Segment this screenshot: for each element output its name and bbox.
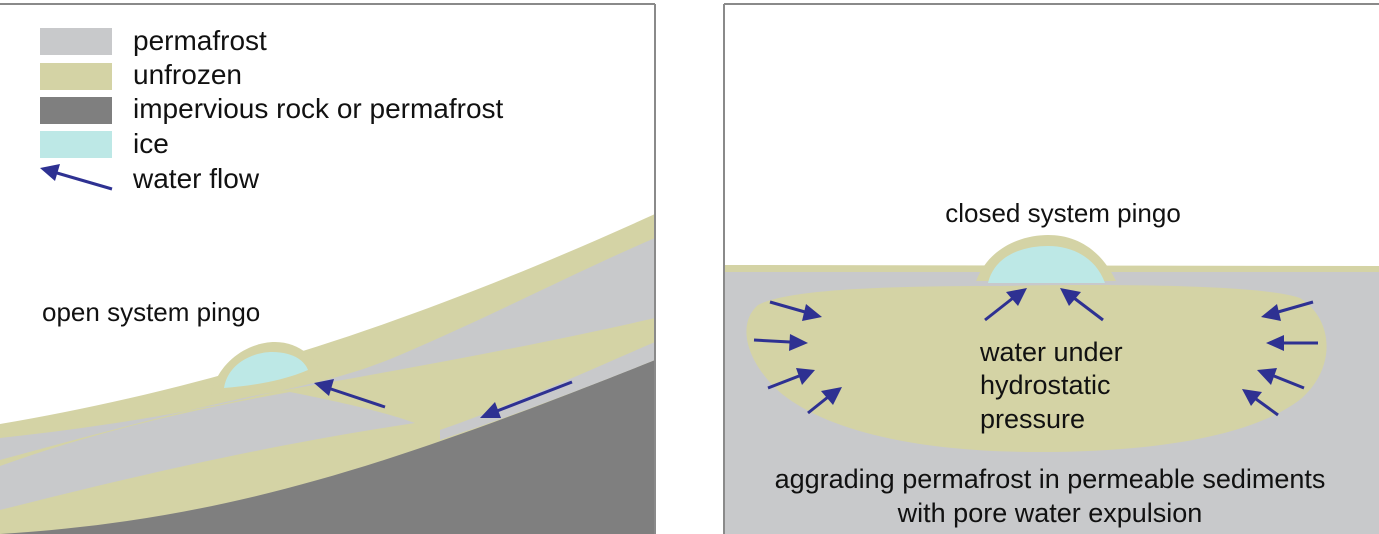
legend-swatch-permafrost [40,28,112,55]
right-unfrozen-lens [746,285,1327,452]
legend-label-ice: ice [133,128,169,159]
right-flow-arrow-1 [769,300,822,321]
right-center-label-line-3: pressure [980,404,1085,434]
right-pingo-ice-core [988,246,1105,283]
right-panel: closed system pingo water under hydrosta… [723,3,1379,534]
legend-arrow-icon [40,164,113,191]
right-center-label-line-1: water under [979,337,1123,367]
legend-label-water-flow: water flow [132,163,260,194]
legend-swatch-ice [40,131,112,158]
legend: permafrost unfrozen impervious rock or p… [40,25,504,194]
legend-swatch-unfrozen [40,63,112,90]
left-impervious-rock [0,360,655,534]
right-flow-arrow-6 [1060,288,1104,322]
right-flow-arrow-8 [1266,335,1318,351]
left-panel-title: open system pingo [42,297,260,327]
right-bottom-label-line-1: aggrading permafrost in permeable sedime… [775,464,1326,494]
right-center-label-line-2: hydrostatic [980,370,1111,400]
legend-label-unfrozen: unfrozen [133,59,242,90]
right-flow-arrow-3 [767,368,815,390]
right-flow-arrow-9 [1257,368,1305,390]
left-flow-arrow-upper [314,379,386,409]
right-flow-arrow-10 [1242,389,1279,417]
legend-label-rock: impervious rock or permafrost [133,93,504,124]
left-permafrost-lower [0,392,415,510]
right-panel-title: closed system pingo [945,198,1181,228]
right-bottom-label-line-2: with pore water expulsion [897,498,1203,528]
right-flow-arrow-7 [1261,300,1314,321]
legend-swatch-rock [40,97,112,124]
left-flow-arrow-lower [480,380,573,418]
left-permafrost-upper [0,238,655,460]
right-flow-arrow-4 [807,387,842,415]
legend-label-permafrost: permafrost [133,25,267,56]
right-flow-arrow-2 [753,334,808,351]
right-flow-arrow-5 [984,288,1027,322]
left-panel: open system pingo [0,3,656,534]
left-pingo-ice-core [224,352,308,388]
